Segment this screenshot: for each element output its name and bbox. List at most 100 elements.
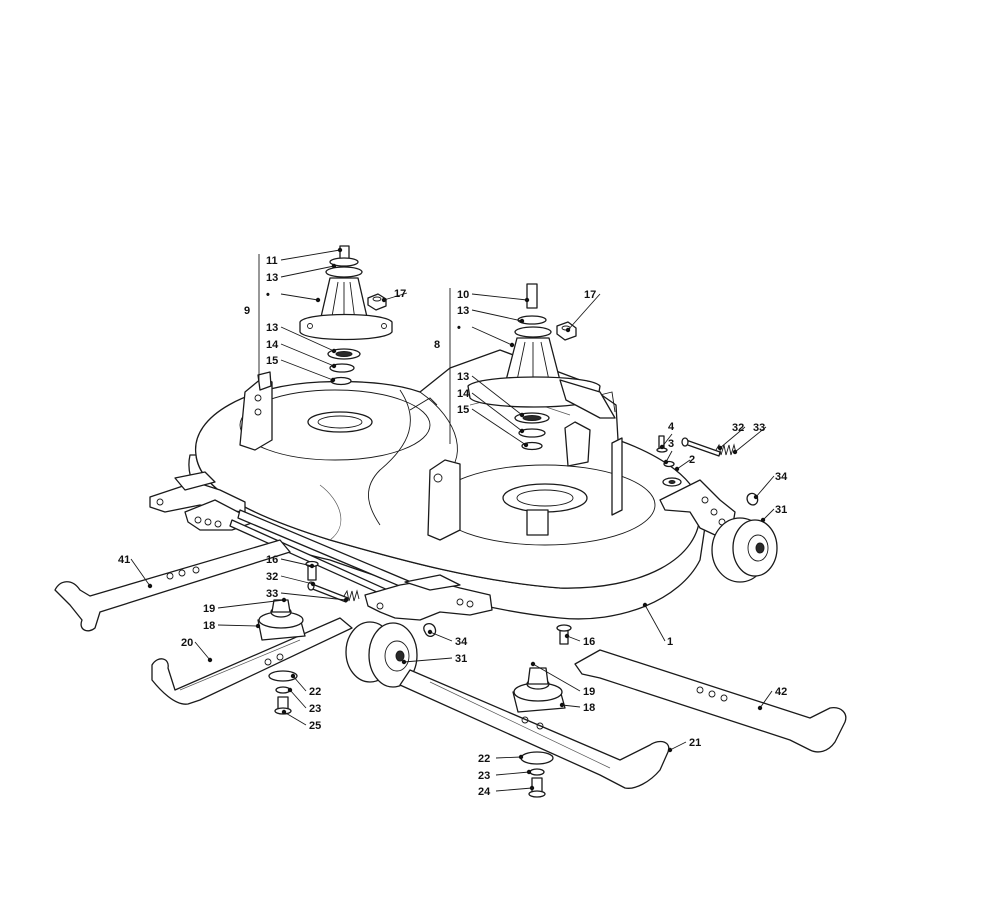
leader-line [280,293,319,301]
leader-line [669,741,687,751]
leader-line [471,375,523,416]
leader-line [289,689,307,709]
leader-line [719,426,746,449]
leader-line [567,293,601,331]
leader-dot [331,348,337,354]
callout-2: 2 [689,454,695,466]
callout-33: 33 [753,422,765,434]
leader-dot [753,494,759,500]
leader-line [280,575,314,585]
leader-dot [287,687,293,693]
leader-lines [130,247,775,792]
leader-dot [667,747,673,753]
callout-19: 19 [203,603,215,615]
leader-dot [757,705,763,711]
callout-14: 14 [457,388,470,400]
leader-line [495,787,533,792]
callout-34: 34 [455,636,468,648]
leader-line [403,657,453,663]
callout-13: 13 [266,322,278,334]
leader-dot [337,247,343,253]
leader-line [471,309,523,322]
leader-dot [310,581,316,587]
callout-bullet: • [457,322,461,334]
leader-dot [565,327,571,333]
leader-line [644,604,666,642]
leader-line [759,690,773,709]
blade-20 [151,617,353,705]
leader-line [429,631,453,642]
callout-31: 31 [775,504,787,516]
callout-4: 4 [668,421,675,433]
leader-dot [147,583,153,589]
callout-20: 20 [181,637,193,649]
leader-dot [331,263,337,269]
leader-dot [526,769,532,775]
leader-dot [401,659,407,665]
callout-23: 23 [309,703,321,715]
leader-line [676,459,691,470]
callout-9: 9 [244,305,250,317]
nut-17-left [367,293,387,311]
wheel-31-left [345,621,418,688]
callout-1: 1 [667,636,673,648]
spindle-assembly-left [299,245,393,386]
leader-dot [674,466,680,472]
leader-line [661,433,673,448]
leader-dot [330,377,336,383]
callout-22: 22 [478,753,490,765]
callout-13: 13 [457,305,469,317]
callout-34: 34 [775,471,788,483]
height-adjust-hardware-right [656,435,759,506]
callout-25: 25 [309,720,321,732]
leader-dot [564,633,570,639]
leader-dot [659,444,665,450]
blade-41 [54,539,291,632]
leader-dot [309,563,315,569]
callout-16: 16 [266,554,278,566]
leader-dot [343,597,349,603]
callout-13: 13 [457,371,469,383]
callout-23: 23 [478,770,490,782]
callout-8: 8 [434,339,440,351]
leader-dot [509,342,515,348]
leader-line [734,426,767,453]
blade-hub-18-right [512,667,566,713]
leader-dot [523,442,529,448]
leader-dot [331,363,337,369]
leader-line [280,558,313,567]
callout-24: 24 [478,786,491,798]
leader-dot [281,597,287,603]
washer-bolt-stack-left [268,670,298,715]
leader-line [130,558,151,587]
callout-19: 19 [583,686,595,698]
blade-hub-18-left [257,599,306,641]
callout-21: 21 [689,737,701,749]
leader-dot [255,623,261,629]
leader-dot [519,412,525,418]
leader-dot [519,318,525,324]
leader-dot [529,785,535,791]
callout-32: 32 [266,571,278,583]
leader-dot [663,459,669,465]
callout-bullet: • [266,289,270,301]
leader-dot [281,709,287,715]
leader-line [194,641,211,661]
leader-line [471,326,513,346]
wheel-31-right [711,517,778,583]
leader-dot [732,449,738,455]
callout-14: 14 [266,339,279,351]
leader-line [532,663,581,692]
leader-line [280,359,334,381]
callout-17: 17 [584,289,596,301]
leader-dot [207,657,213,663]
washer-bolt-stack-right [520,751,554,798]
leader-dot [381,297,387,303]
leader-dot [290,673,296,679]
leader-dot [427,629,433,635]
leader-dot [530,661,536,667]
leader-line [495,756,522,759]
callout-33: 33 [266,588,278,600]
leader-dot [519,428,525,434]
